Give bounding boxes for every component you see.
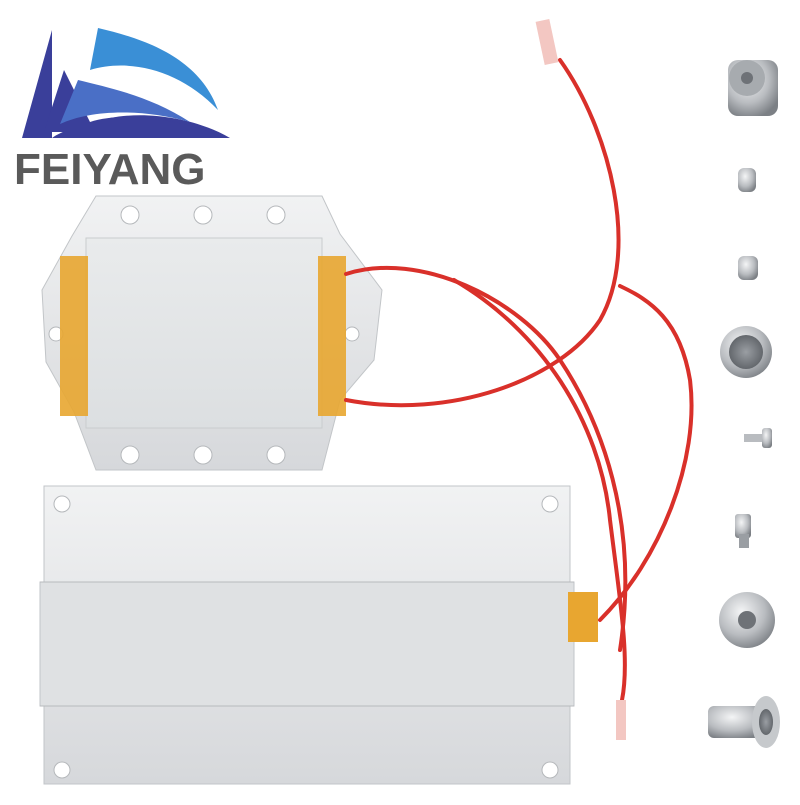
screw	[735, 514, 751, 548]
wave-swoosh-logo	[22, 28, 230, 138]
round-aluminum-heater-plate	[41, 195, 383, 471]
round-magnet	[720, 326, 772, 378]
red-braided-wire	[344, 19, 694, 740]
rectangular-aluminum-heater-plate	[39, 485, 598, 785]
small-stud	[738, 256, 758, 280]
magnet-nut	[728, 60, 778, 116]
brand-name: FEIYANG	[14, 145, 206, 194]
magnet-nut	[719, 592, 775, 648]
cylinder-magnet	[708, 696, 780, 748]
small-stud	[738, 168, 756, 192]
screw	[744, 428, 772, 448]
